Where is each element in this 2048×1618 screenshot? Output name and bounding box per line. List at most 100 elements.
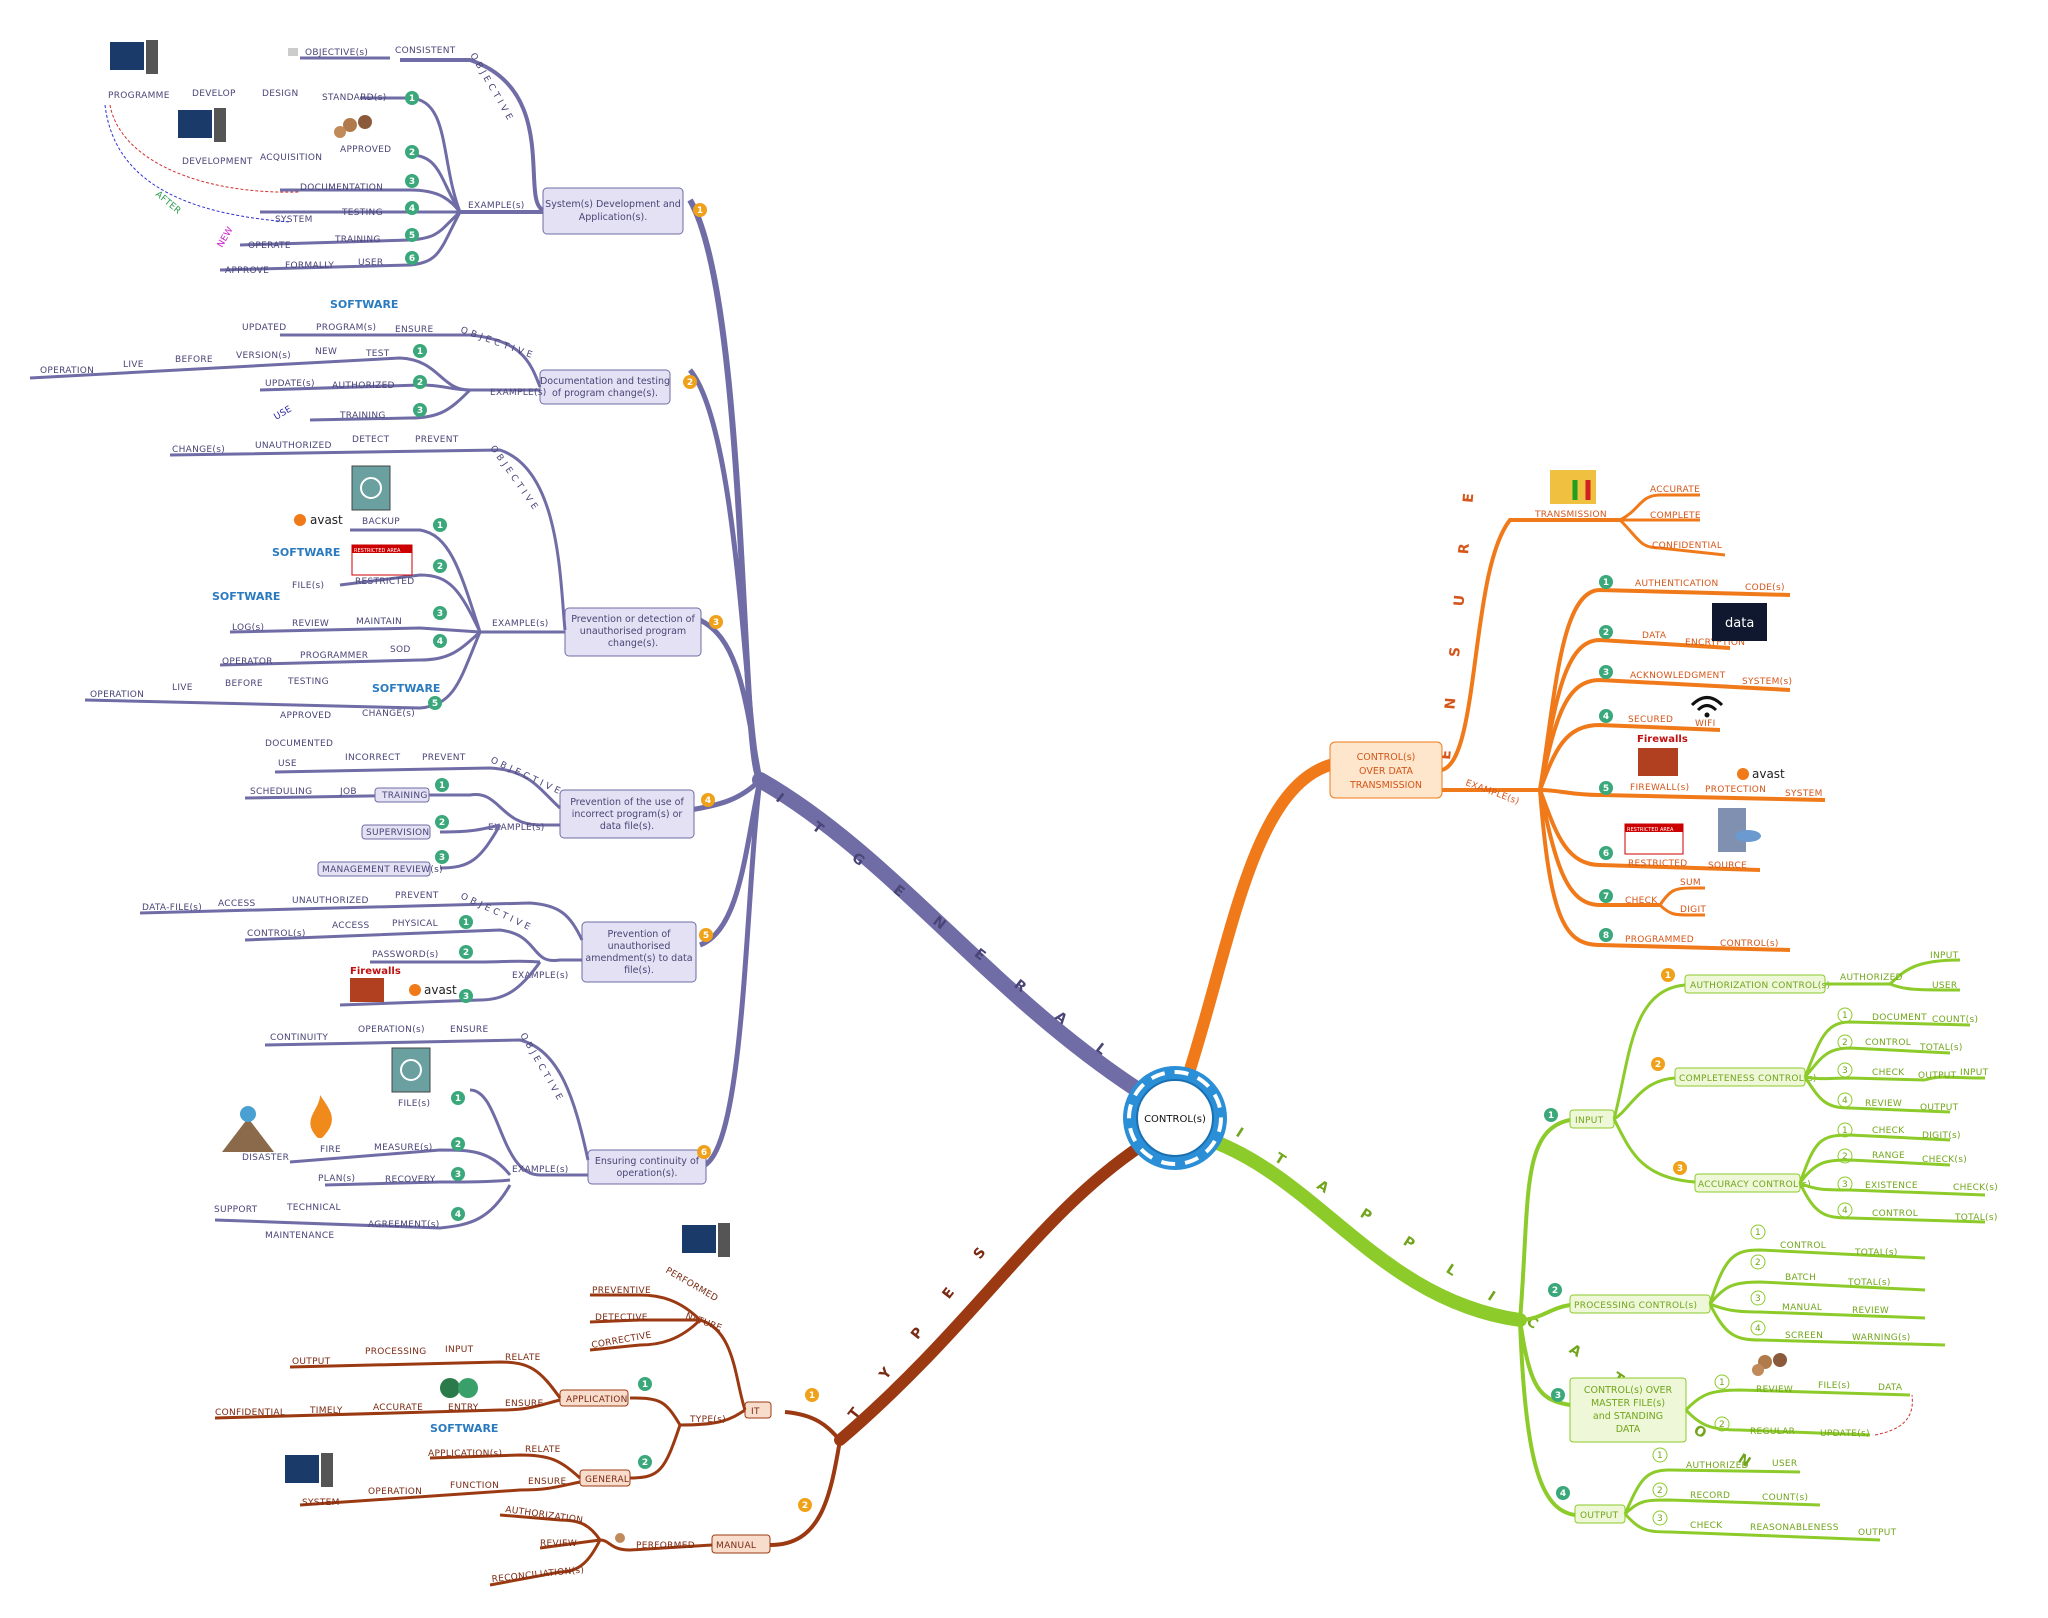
svg-text:6: 6: [1603, 849, 1609, 859]
b3-changes2: CHANGE(s): [362, 709, 415, 719]
b1-design: DESIGN: [262, 89, 299, 99]
app-checks2: CHECK(s): [1953, 1183, 1998, 1193]
b1-acquisition: ACQUISITION: [260, 153, 322, 163]
svg-text:SOFTWARE: SOFTWARE: [372, 682, 440, 695]
b5-title-4: file(s).: [624, 965, 654, 976]
b4-training: TRAINING: [381, 791, 428, 801]
svg-text:2: 2: [463, 948, 469, 958]
svg-text:7: 7: [1603, 892, 1609, 902]
b4-scheduling: SCHEDULING: [250, 787, 312, 797]
b5-datafiles: DATA-FILE(s): [142, 903, 202, 913]
b3-examples: EXAMPLE(s): [492, 619, 549, 629]
tx-data: DATA: [1642, 631, 1667, 641]
svg-text:3: 3: [1755, 1294, 1761, 1304]
app-completeness: COMPLETENESS CONTROL(s): [1679, 1074, 1817, 1084]
b2-objective: O B J E C T I V E: [459, 325, 534, 360]
fire-icon: [310, 1095, 332, 1138]
b1-user: USER: [358, 258, 383, 268]
tx-complete: COMPLETE: [1650, 511, 1701, 521]
app-manual: MANUAL: [1782, 1303, 1822, 1313]
b4-title-3: data file(s).: [600, 821, 654, 832]
tx-controls: CONTROL(s): [1720, 939, 1779, 949]
svg-text:4: 4: [437, 637, 443, 647]
app-counts: COUNT(s): [1932, 1015, 1978, 1025]
app-updates: UPDATE(s): [1820, 1429, 1870, 1439]
tx-title-2: OVER DATA: [1359, 766, 1413, 777]
b5-access2: ACCESS: [332, 921, 369, 931]
b5-title-2: unauthorised: [608, 941, 671, 952]
tx-authentication: AUTHENTICATION: [1635, 579, 1719, 589]
types-applications: APPLICATION(s): [428, 1449, 502, 1459]
svg-text:4: 4: [1603, 712, 1609, 722]
computer-icon: [110, 40, 158, 74]
general-branch-2: Documentation and testing of program cha…: [29, 298, 697, 423]
software-logo: SOFTWARE: [372, 682, 440, 695]
tx-protection: PROTECTION: [1705, 785, 1766, 795]
app-review: REVIEW: [1865, 1099, 1902, 1109]
b3-detect: DETECT: [352, 435, 390, 445]
b2-authorized: AUTHORIZED: [332, 381, 395, 391]
b3-title-2: unauthorised program: [580, 626, 686, 637]
branch-transmission: [1179, 759, 1336, 1091]
b1-development: DEVELOPMENT: [182, 157, 253, 167]
app-control2: CONTROL: [1872, 1209, 1918, 1219]
restricted-sign: RESTRICTED AREA: [1624, 823, 1684, 855]
b1-operate: OPERATE: [248, 241, 291, 251]
b5-unauthorized: UNAUTHORIZED: [292, 896, 369, 906]
app-totals2: TOTAL(s): [1954, 1213, 1998, 1223]
svg-text:1: 1: [1719, 1378, 1725, 1388]
app-checks: CHECK(s): [1922, 1155, 1967, 1165]
b2-programs: PROGRAM(s): [316, 323, 376, 333]
svg-text:1: 1: [1842, 1011, 1848, 1021]
tx-sum: SUM: [1680, 878, 1701, 888]
b3-changes: CHANGE(s): [172, 445, 225, 455]
svg-text:3: 3: [713, 618, 719, 628]
app-check: CHECK: [1872, 1068, 1905, 1078]
types-accurate: ACCURATE: [373, 1403, 423, 1413]
svg-text:4: 4: [705, 796, 711, 806]
tx-acknowledgment: ACKNOWLEDGMENT: [1630, 671, 1726, 681]
svg-text:1: 1: [437, 521, 443, 531]
b4-supervision: SUPERVISION: [366, 828, 429, 838]
app-totals4: TOTAL(s): [1847, 1278, 1891, 1288]
svg-text:1: 1: [417, 347, 423, 357]
b1-approve: APPROVE: [225, 266, 269, 276]
branch-it-general: [752, 772, 1178, 1118]
computer-icon: [285, 1453, 333, 1487]
tx-title-3: TRANSMISSION: [1349, 780, 1422, 791]
b3-testing: TESTING: [287, 677, 329, 687]
computer-icon: [682, 1223, 730, 1257]
app-auth-controls: AUTHORIZATION CONTROL(s): [1690, 981, 1830, 991]
b2-test: TEST: [365, 349, 390, 359]
types-performed: PERFORMED: [664, 1266, 720, 1304]
app-record: RECORD: [1690, 1491, 1730, 1501]
app-counts2: COUNT(s): [1762, 1493, 1808, 1503]
software-logo: SOFTWARE: [330, 298, 398, 311]
b2-updated: UPDATED: [242, 323, 286, 333]
types-review: REVIEW: [540, 1539, 577, 1549]
app-accuracy: ACCURACY CONTROL(s): [1698, 1180, 1811, 1190]
types-reconciliations: RECONCILIATION(s): [491, 1565, 584, 1585]
svg-text:2: 2: [417, 378, 423, 388]
svg-text:1: 1: [1665, 971, 1671, 981]
svg-text:data: data: [1725, 616, 1754, 631]
tx-digit: DIGIT: [1680, 905, 1706, 915]
firewalls-icon: Firewalls: [350, 966, 401, 1002]
b3-restricted: RESTRICTED: [355, 577, 414, 587]
b2-title-2: of program change(s).: [552, 388, 658, 399]
b1-objective: O B J E C T I V E: [467, 52, 514, 123]
svg-text:5: 5: [703, 931, 709, 941]
b2-live: LIVE: [123, 360, 144, 370]
svg-text:3: 3: [1842, 1066, 1848, 1076]
svg-text:2: 2: [1603, 628, 1609, 638]
b2-updates: UPDATE(s): [265, 379, 315, 389]
svg-text:1: 1: [455, 1094, 461, 1104]
b3-sod: SOD: [390, 645, 411, 655]
svg-text:1: 1: [409, 94, 415, 104]
b5-title-3: amendment(s) to data: [585, 953, 692, 964]
b3-before: BEFORE: [225, 679, 263, 689]
b6-title-2: operation(s).: [617, 1168, 678, 1179]
b3-backup: BACKUP: [362, 517, 400, 527]
svg-text:2: 2: [455, 1140, 461, 1150]
people-icon: [1752, 1353, 1787, 1376]
